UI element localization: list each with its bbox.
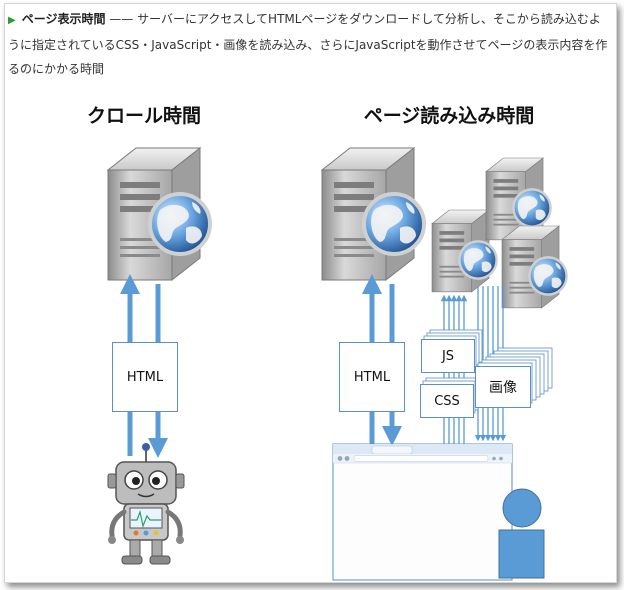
crawl-time-title: クロール時間 bbox=[86, 105, 201, 127]
intro-description: サーバーにアクセスしてHTMLページをダウンロードして分析し、そこから読み込むよ… bbox=[8, 12, 608, 76]
globe-icon bbox=[148, 192, 212, 256]
intro-dash: —— bbox=[109, 12, 134, 26]
bullet-icon: ▶ bbox=[8, 15, 16, 26]
intro-text: ▶ ページ表示時間 —— サーバーにアクセスしてHTMLページをダウンロードして分… bbox=[8, 7, 608, 81]
image-label: 画像 bbox=[475, 366, 531, 408]
user-person-icon bbox=[498, 488, 545, 579]
page-load-time-title: ページ読み込み時間 bbox=[363, 105, 535, 127]
page-html-label: HTML bbox=[339, 342, 405, 412]
crawl-server bbox=[107, 147, 212, 281]
crawler-robot-icon bbox=[107, 443, 185, 565]
js-label: JS bbox=[421, 339, 475, 373]
page-server bbox=[321, 147, 426, 281]
css-label: CSS bbox=[420, 384, 474, 418]
browser-window bbox=[332, 443, 513, 581]
crawl-html-label: HTML bbox=[112, 342, 178, 412]
intro-term: ページ表示時間 bbox=[21, 12, 106, 26]
resource-server-3 bbox=[501, 225, 568, 309]
globe-icon bbox=[362, 192, 426, 256]
